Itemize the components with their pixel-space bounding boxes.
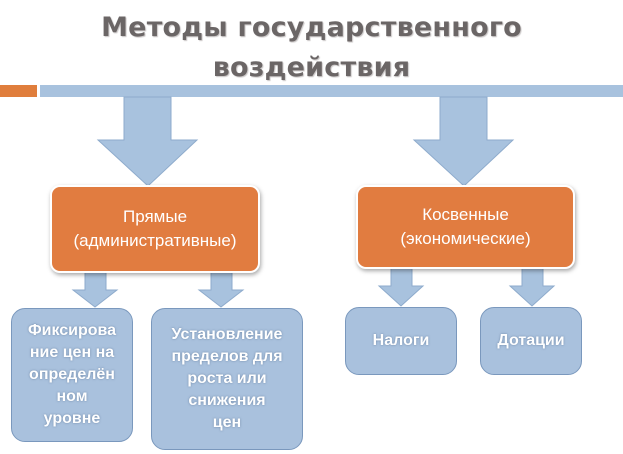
fix-prices-line: определён (29, 366, 115, 383)
fix-prices-line: уровне (43, 410, 101, 427)
indirect-methods-box: Косвенные (экономические) (356, 185, 575, 269)
direct-methods-title: Прямые (122, 207, 188, 226)
taxes-label: Налоги (372, 332, 430, 349)
price-limits-line: пределов для (171, 348, 283, 365)
arrow-to-taxes (377, 267, 425, 307)
price-limits-line: снижения (188, 392, 266, 409)
direct-methods-box: Прямые (административные) (50, 185, 260, 273)
fix-prices-box: Фиксирова ние цен на определён ном уровн… (11, 308, 133, 442)
title-line-1: Методы государственного (101, 12, 522, 43)
fix-prices-line: ном (56, 388, 88, 405)
indirect-methods-title: Косвенные (422, 205, 509, 224)
fix-prices-line: ние цен на (29, 344, 115, 361)
arrow-to-price-limits (197, 271, 245, 308)
price-limits-line: Установление (171, 326, 283, 343)
subsidies-box: Дотации (480, 307, 582, 375)
title-rule (40, 85, 623, 97)
page-title: Методы государственного воздействия (0, 8, 623, 88)
arrow-to-indirect (412, 96, 515, 187)
price-limits-box: Установление пределов для роста или сниж… (151, 308, 303, 450)
arrow-to-direct (96, 96, 199, 187)
subsidies-label: Дотации (497, 332, 565, 349)
indirect-methods-subtitle: (экономические) (400, 229, 531, 248)
arrow-to-fix-prices (71, 271, 119, 308)
title-line-2: воздействия (212, 52, 411, 83)
title-rule-accent (0, 85, 37, 97)
arrow-to-subsidies (508, 267, 556, 307)
price-limits-line: цен (212, 414, 242, 431)
price-limits-line: роста или (187, 370, 267, 387)
fix-prices-line: Фиксирова (27, 322, 117, 339)
taxes-box: Налоги (345, 307, 457, 375)
direct-methods-subtitle: (административные) (73, 231, 237, 250)
